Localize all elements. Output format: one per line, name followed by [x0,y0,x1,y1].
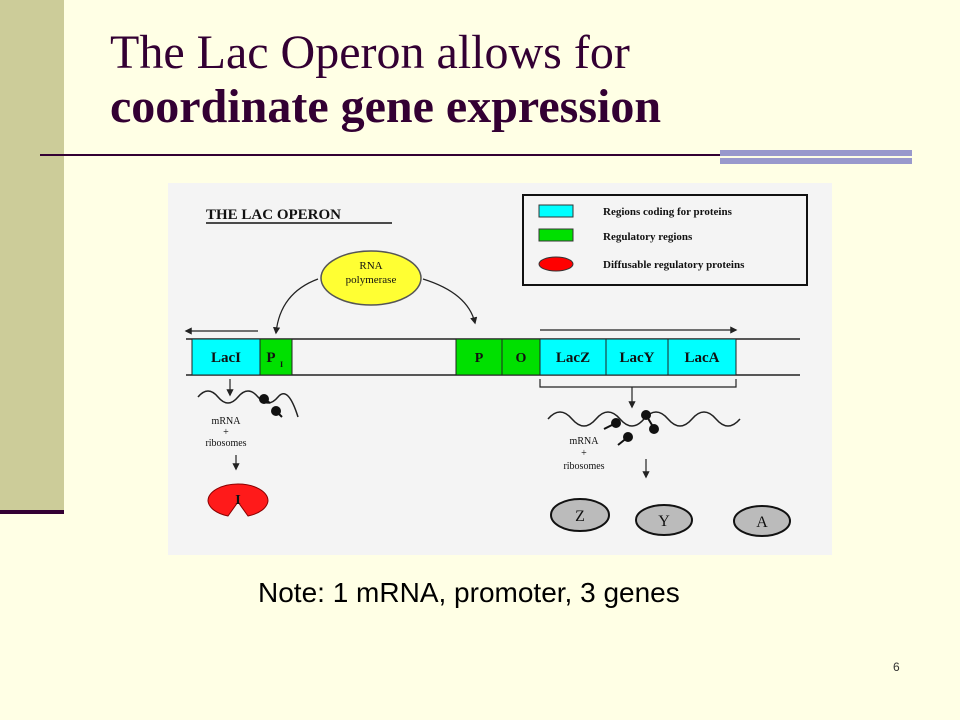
legend: Regions coding for proteins Regulatory r… [522,194,808,286]
lac-operon-diagram: THE LAC OPERON Regions coding for protei… [168,183,832,555]
segment-pi [259,338,293,376]
title-accent-bar [720,150,912,164]
left-decor-band [0,0,64,512]
laci-ribosomes-label: ribosomes [205,438,246,449]
title-line-1: The Lac Operon allows for [110,26,630,79]
repressor-protein [207,483,269,517]
note-text: Note: 1 mRNA, promoter, 3 genes [258,577,680,608]
legend-swatch-coding [538,204,574,218]
laci-plus-label: + [223,427,229,438]
segment-pi-subscript: I [280,360,283,369]
laci-mrna-strand [197,390,299,418]
protein-a-label: A [756,514,768,531]
left-band-divider [0,510,64,514]
operon-ribosomes [603,410,659,446]
segment-laci [191,338,261,376]
laci-ribosomes [259,394,283,418]
segment-laci-label: LacI [211,350,241,366]
protein-y-label: Y [658,513,670,530]
page-number: 6 [893,660,900,674]
diagram-heading: THE LAC OPERON [206,207,341,223]
segment-promoter [455,338,503,376]
legend-label-regulatory: Regulatory regions [603,231,693,243]
polymerase-arrow-right [422,278,478,325]
diagram-svg: THE LAC OPERON Regions coding for protei… [184,194,808,537]
segment-laca [667,338,737,376]
protein-z-label: Z [575,508,585,525]
segment-lacy-label: LacY [620,350,655,366]
operon-ribosomes-label: ribosomes [563,461,604,472]
protein-y: Y [635,504,693,536]
legend-frame [522,194,808,286]
segment-laca-label: LacA [685,350,720,366]
polymerase-arrow-left [272,278,319,335]
rna-polymerase [320,250,422,306]
segment-pi-label: P [266,350,275,366]
legend-label-coding: Regions coding for proteins [603,206,733,218]
title-line-2: coordinate gene expression [110,80,662,133]
rna-polymerase-label-2: polymerase [346,274,397,286]
protein-a: A [733,505,791,537]
operon-mrna-label: mRNA [570,436,600,447]
laci-mrna-label: mRNA [212,416,242,427]
repressor-label: I [235,493,240,508]
protein-z: Z [550,498,610,532]
operon-plus-label: + [581,448,587,459]
segment-lacz [539,338,607,376]
operon-bracket [539,379,737,388]
rna-polymerase-label-1: RNA [359,260,382,272]
segment-lacz-label: LacZ [556,350,590,366]
slide-title: The Lac Operon allows for coordinate gen… [110,26,661,134]
legend-swatch-diffusable [538,256,574,272]
title-underline [40,154,720,156]
segment-promoter-label: P [475,351,484,366]
legend-swatch-regulatory [538,228,574,242]
dna-segments: LacI P I P O LacZ LacY LacA [191,338,737,376]
legend-label-diffusable: Diffusable regulatory proteins [603,259,745,271]
segment-operator-label: O [516,351,527,366]
